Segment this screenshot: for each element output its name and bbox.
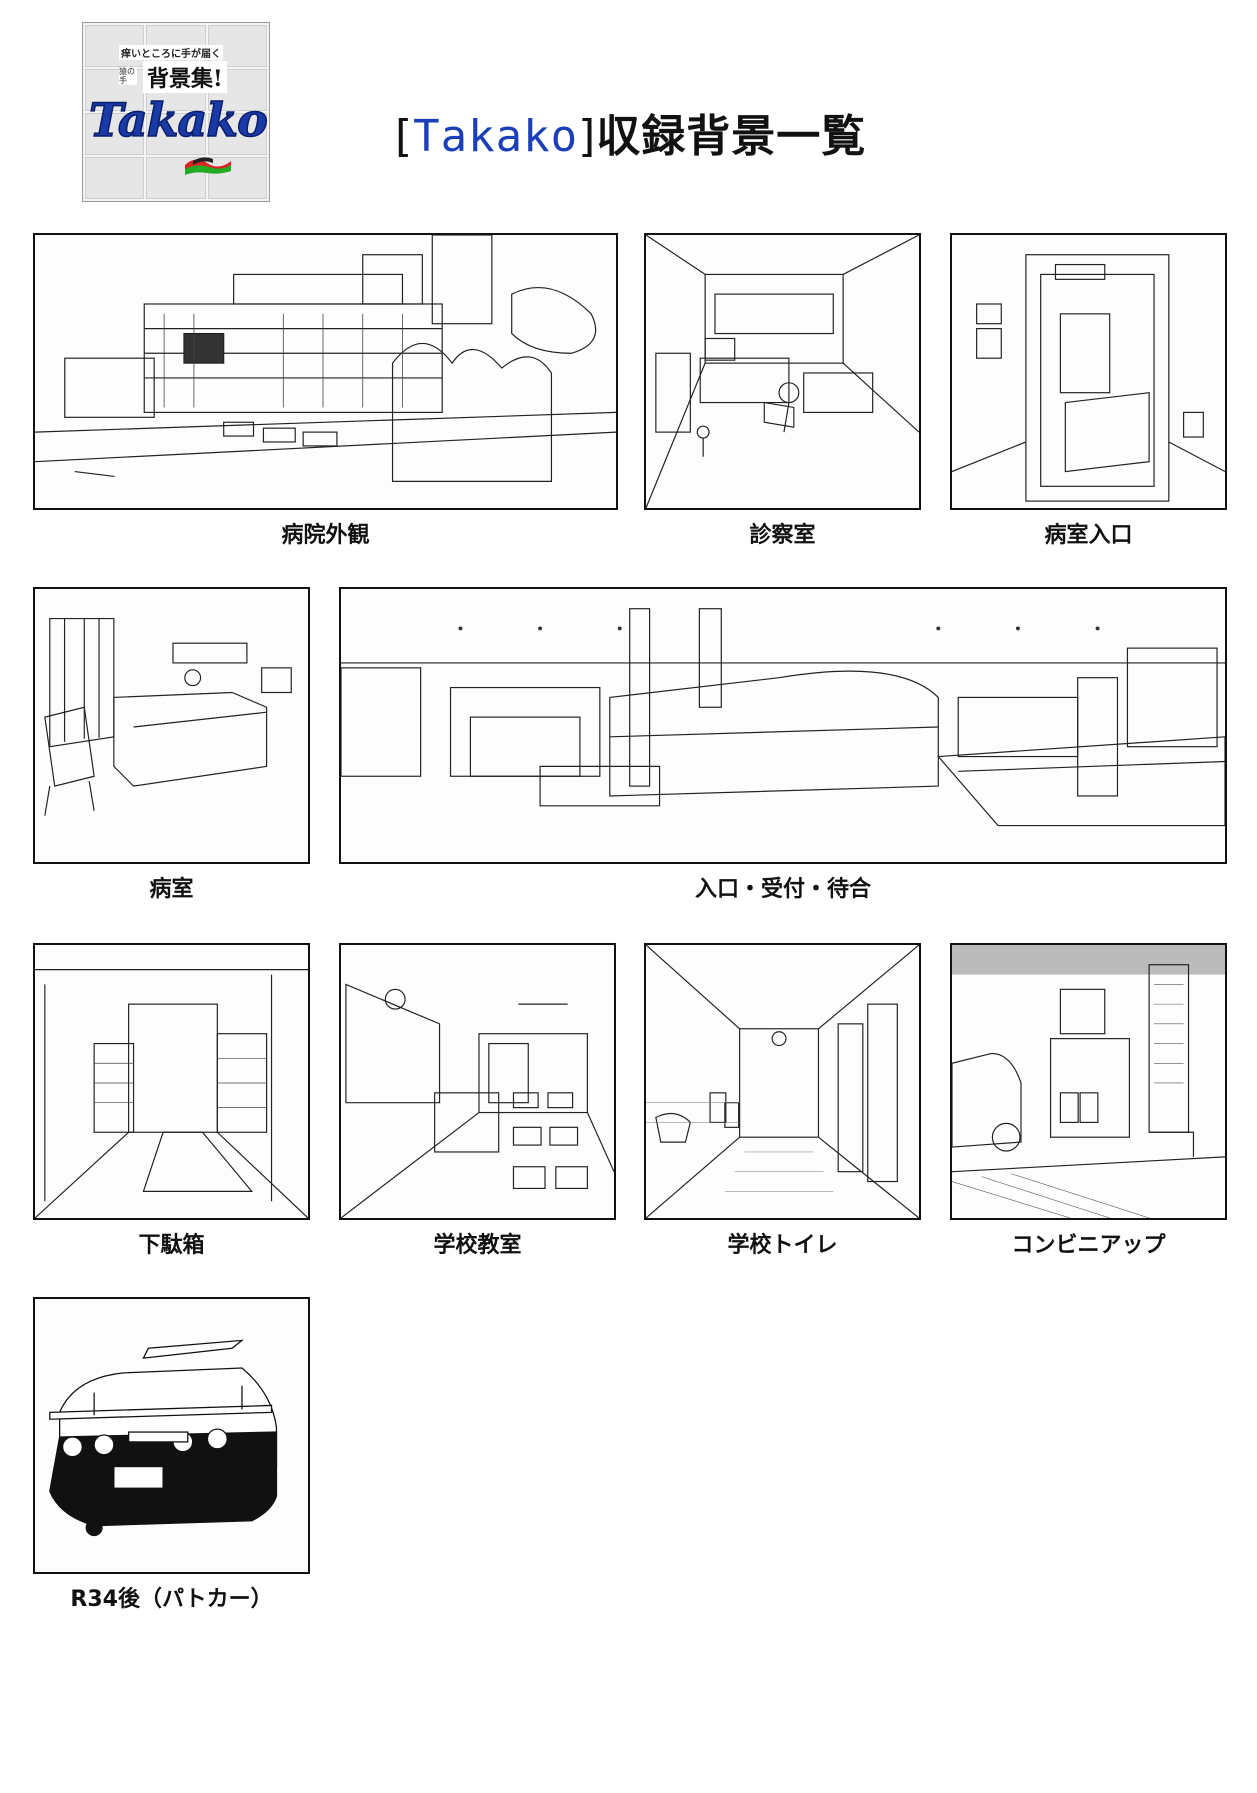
caption-classroom: 学校教室 bbox=[433, 1233, 522, 1258]
logo: 痒いところに手が届く 猿の手 背景集! Takako bbox=[82, 22, 270, 202]
panel-entrance-reception-waiting[interactable] bbox=[339, 587, 1227, 864]
caption-ward: 病室 bbox=[149, 877, 194, 902]
examination-room-illustration bbox=[646, 235, 919, 508]
shoe-lockers-illustration bbox=[35, 969, 308, 1218]
caption-ward-entrance: 病室入口 bbox=[1044, 523, 1133, 548]
panel-classroom[interactable] bbox=[339, 943, 616, 1220]
caption-r34-police-car: R34後（パトカー） bbox=[70, 1587, 273, 1612]
logo-brand: Takako bbox=[88, 92, 268, 148]
title-brand: Takako bbox=[413, 111, 579, 162]
panel-convenience-store[interactable] bbox=[950, 943, 1227, 1220]
school-toilet-illustration bbox=[646, 945, 919, 1218]
title-close-bracket: ] bbox=[578, 111, 597, 162]
hospital-exterior-illustration bbox=[35, 235, 616, 482]
page-title: [Takako]収録背景一覧 bbox=[395, 100, 866, 164]
logo-small-text: 猿の手 bbox=[119, 67, 137, 85]
panel-ward-entrance[interactable] bbox=[950, 233, 1227, 510]
ward-entrance-illustration bbox=[952, 254, 1225, 502]
convenience-store-illustration bbox=[952, 945, 1225, 1218]
caption-school-toilet: 学校トイレ bbox=[727, 1233, 838, 1258]
title-open-bracket: [ bbox=[395, 111, 414, 162]
logo-subtitle: 背景集! bbox=[143, 61, 227, 93]
logo-background-grid bbox=[83, 23, 269, 201]
police-car-illustration bbox=[49, 1339, 278, 1537]
panel-ward[interactable] bbox=[33, 587, 310, 864]
reception-illustration bbox=[341, 608, 1225, 827]
panel-examination-room[interactable] bbox=[644, 233, 921, 510]
panel-hospital-exterior[interactable] bbox=[33, 233, 618, 510]
caption-shoe-lockers: 下駄箱 bbox=[138, 1233, 205, 1258]
caption-hospital-exterior: 病院外観 bbox=[281, 523, 370, 548]
logo-tagline: 痒いところに手が届く bbox=[119, 45, 223, 60]
panel-school-toilet[interactable] bbox=[644, 943, 921, 1220]
flag-icon bbox=[185, 157, 231, 175]
caption-entrance-reception-waiting: 入口・受付・待合 bbox=[694, 877, 871, 902]
caption-examination-room: 診察室 bbox=[749, 523, 816, 548]
ward-illustration bbox=[44, 617, 292, 816]
panel-r34-police-car[interactable] bbox=[33, 1297, 310, 1574]
panel-shoe-lockers[interactable] bbox=[33, 943, 310, 1220]
caption-convenience-store: コンビニアップ bbox=[1011, 1233, 1166, 1258]
classroom-illustration bbox=[341, 983, 614, 1218]
title-text: 収録背景一覧 bbox=[596, 111, 867, 162]
